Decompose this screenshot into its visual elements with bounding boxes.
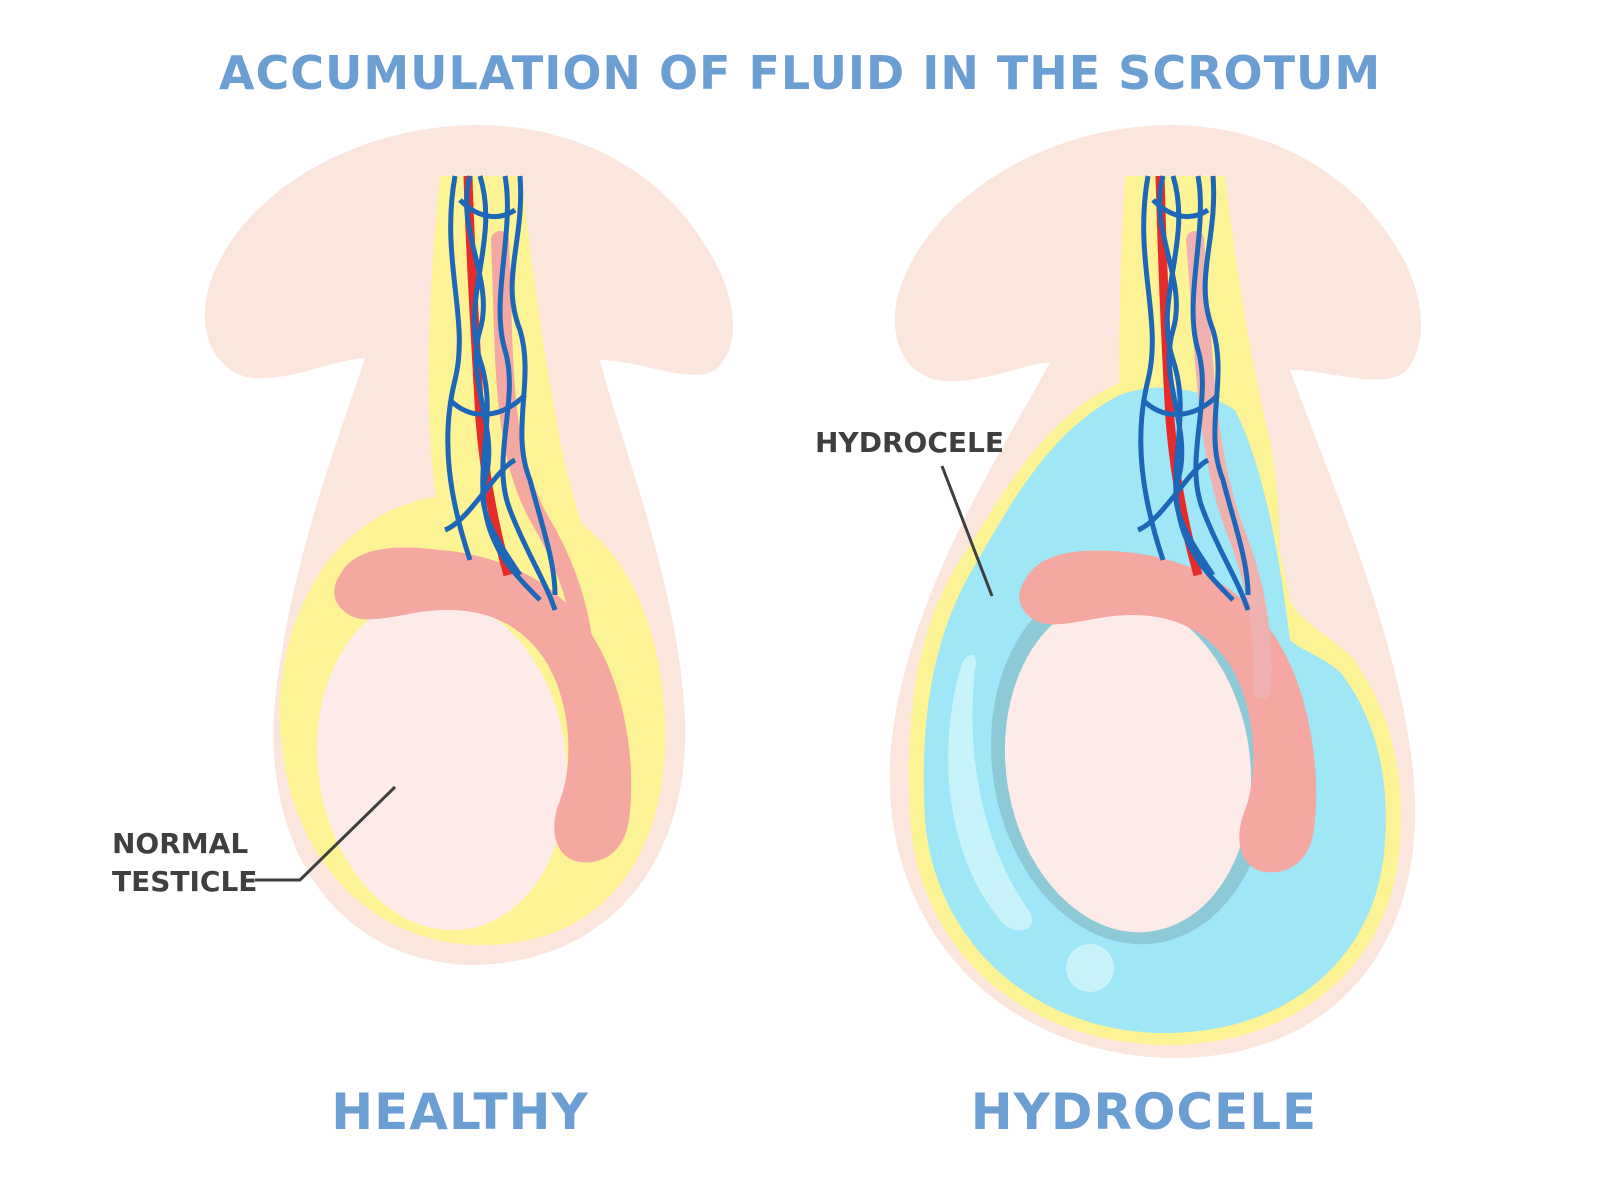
healthy-scrotum	[204, 125, 734, 965]
hydrocele-epididymis-lobes	[1024, 562, 1135, 617]
normal-testicle-label-line2: TESTICLE	[112, 865, 258, 898]
healthy-vein-plexus	[443, 175, 558, 611]
fluid-highlight-dot	[1066, 944, 1114, 992]
normal-testicle-leader	[255, 785, 397, 882]
fluid-highlight	[948, 655, 1033, 931]
hydrocele-leader	[940, 465, 994, 597]
hydrocele-testis	[1004, 597, 1252, 933]
healthy-testis	[317, 595, 567, 931]
hydrocele-epididymis	[1019, 550, 1317, 873]
diagram-title: ACCUMULATION OF FLUID IN THE SCROTUM	[218, 46, 1382, 100]
hydrocele-label: HYDROCELE	[815, 426, 1004, 459]
hydrocele-scrotum	[889, 125, 1422, 1059]
normal-testicle-label: NORMAL TESTICLE	[112, 825, 257, 901]
healthy-epididymis	[334, 547, 632, 863]
hydrocele-vein-plexus	[1136, 175, 1251, 611]
healthy-epididymis-lobes	[339, 557, 450, 612]
healthy-caption: HEALTHY	[331, 1083, 589, 1141]
hydrocele-caption: HYDROCELE	[970, 1083, 1318, 1141]
normal-testicle-label-line1: NORMAL	[112, 827, 249, 860]
hydrocele-vas-deferens	[1186, 231, 1272, 699]
